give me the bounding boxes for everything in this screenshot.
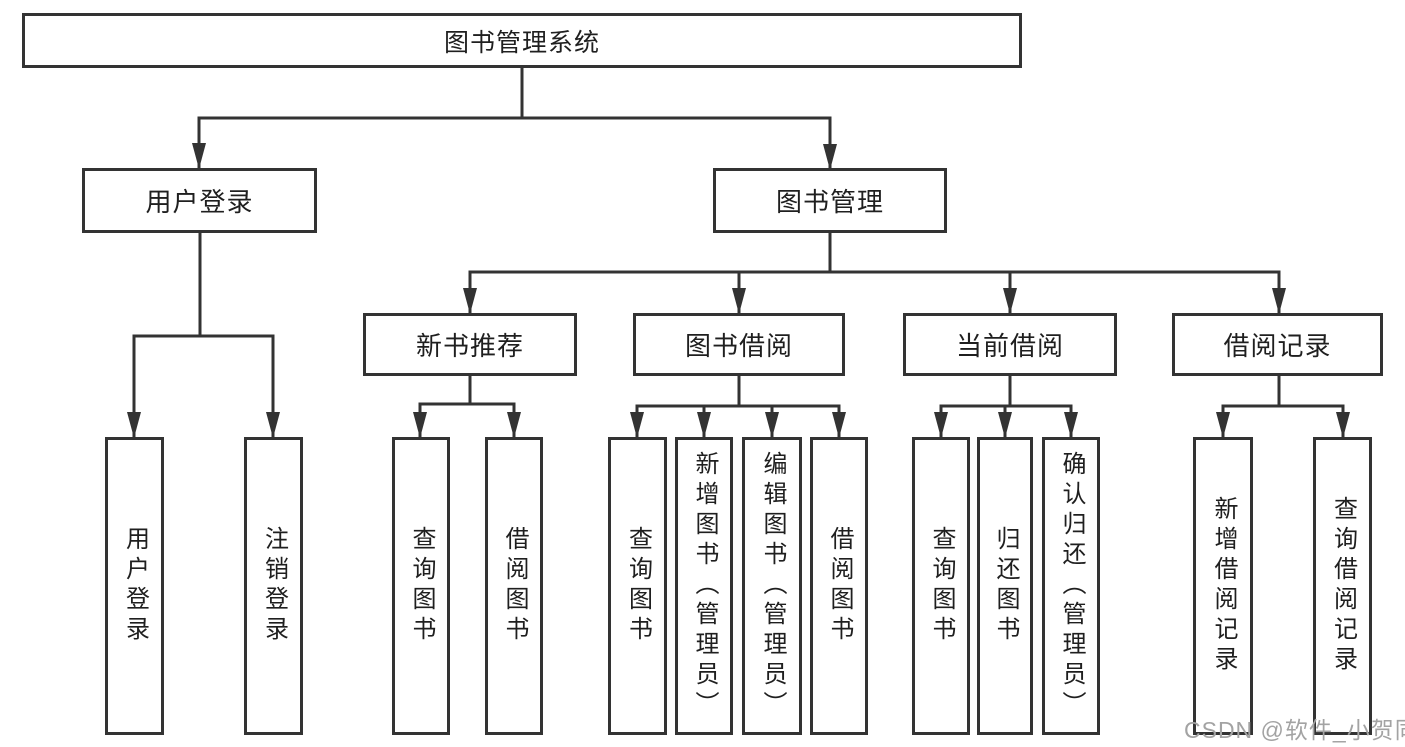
leaf-logout-label: 注销登录: [260, 526, 288, 646]
node-current-borrow-label: 当前借阅: [955, 331, 1064, 361]
node-book-management: 图书管理: [713, 168, 947, 233]
leaf-add-borrow-record-label: 新增借阅记录: [1210, 496, 1237, 676]
node-book-management-label: 图书管理: [775, 187, 884, 217]
leaf-query-borrow-record: 查询借阅记录: [1313, 437, 1372, 735]
leaf-edit-books-admin: 编辑图书（管理员）: [742, 437, 802, 735]
leaf-query-books-recommend: 查询图书: [392, 437, 450, 735]
leaf-confirm-return-admin: 确认归还（管理员）: [1042, 437, 1100, 735]
leaf-borrow-books-recommend-label: 借阅图书: [501, 526, 528, 646]
leaf-add-books-admin-label: 新增图书（管理员）: [691, 451, 718, 721]
leaf-query-books-recommend-label: 查询图书: [408, 526, 435, 646]
leaf-add-books-admin: 新增图书（管理员）: [675, 437, 733, 735]
leaf-borrow-books-recommend: 借阅图书: [485, 437, 543, 735]
leaf-add-borrow-record: 新增借阅记录: [1193, 437, 1253, 735]
leaf-user-login-label: 用户登录: [121, 526, 149, 646]
node-user-login: 用户登录: [82, 168, 317, 233]
node-current-borrow: 当前借阅: [903, 313, 1117, 376]
leaf-user-login: 用户登录: [105, 437, 164, 735]
leaf-return-books: 归还图书: [977, 437, 1033, 735]
leaf-query-books-current-label: 查询图书: [928, 526, 955, 646]
leaf-query-books-current: 查询图书: [912, 437, 970, 735]
leaf-query-borrow-record-label: 查询借阅记录: [1329, 496, 1357, 676]
node-borrow-records-label: 借阅记录: [1223, 331, 1332, 361]
leaf-confirm-return-admin-label: 确认归还（管理员）: [1058, 451, 1085, 721]
node-book-borrow-label: 图书借阅: [684, 331, 793, 361]
connector-arrows: [127, 118, 1350, 438]
leaf-borrow-books-label: 借阅图书: [826, 526, 853, 646]
leaf-return-books-label: 归还图书: [992, 526, 1019, 646]
connector-trunks: [132, 66, 1345, 408]
node-user-login-label: 用户登录: [145, 187, 254, 217]
node-borrow-records: 借阅记录: [1172, 313, 1383, 376]
node-root-system: 图书管理系统: [22, 13, 1022, 68]
leaf-query-books-borrow: 查询图书: [608, 437, 667, 735]
leaf-edit-books-admin-label: 编辑图书（管理员）: [759, 451, 786, 721]
leaf-borrow-books: 借阅图书: [810, 437, 868, 735]
csdn-watermark: CSDN @软件_小贺同学: [1184, 717, 1405, 743]
node-new-book-recommend-label: 新书推荐: [415, 331, 524, 361]
node-book-borrow: 图书借阅: [633, 313, 845, 376]
leaf-logout: 注销登录: [244, 437, 303, 735]
node-root-label: 图书管理系统: [443, 28, 600, 57]
leaf-query-books-borrow-label: 查询图书: [624, 526, 652, 646]
node-new-book-recommend: 新书推荐: [363, 313, 577, 376]
